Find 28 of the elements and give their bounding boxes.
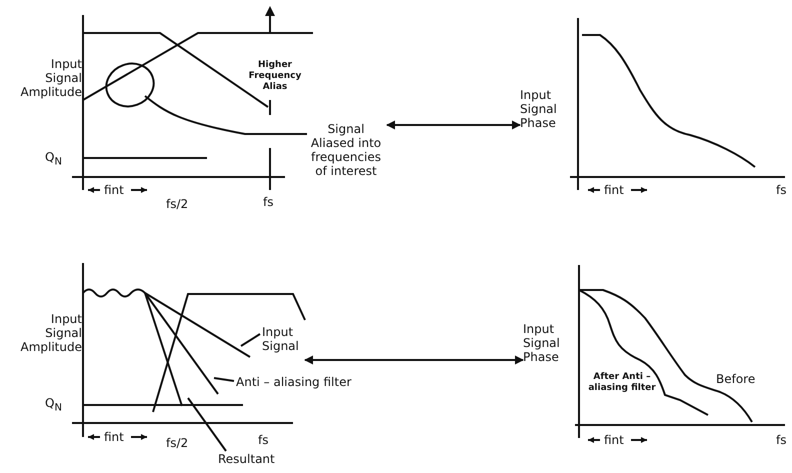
range-label: fint xyxy=(104,430,124,444)
tick-label: fs xyxy=(776,183,786,197)
range-label: fint xyxy=(604,433,624,447)
curve-label: Input Signal xyxy=(262,325,317,353)
leader-line xyxy=(187,397,227,452)
annotation-text: Signal Aliased into frequencies of interest xyxy=(310,122,382,178)
axis-label: Input Signal Phase xyxy=(520,88,558,130)
axis-label: Input Signal Amplitude xyxy=(20,57,82,99)
double-arrow xyxy=(304,356,524,364)
tick-label: fs/2 xyxy=(166,197,188,211)
leader-line xyxy=(214,377,234,382)
axis-label: Input Signal Phase xyxy=(523,322,561,364)
curve-label: Anti – aliasing filter xyxy=(236,375,352,389)
curve-label: After Anti – aliasing filter xyxy=(587,372,657,394)
tick-label: fs/2 xyxy=(166,436,188,450)
range-label: fint xyxy=(604,183,624,197)
level-label: Q$_{N}$ xyxy=(45,150,62,170)
tick-label: fs xyxy=(263,195,274,209)
tick-label: fs xyxy=(776,433,786,447)
tick-label: fs xyxy=(258,433,268,447)
axis-label: Input Signal Amplitude xyxy=(20,312,82,354)
curve-label: Resultant xyxy=(218,452,275,466)
double-arrow xyxy=(386,120,521,130)
curve-label: Before xyxy=(716,372,756,386)
range-label: fint xyxy=(104,183,124,197)
leader-line xyxy=(240,333,261,347)
annotation-text: Higher Frequency Alias xyxy=(248,60,302,93)
level-label: Q$_{N}$ xyxy=(45,396,62,416)
